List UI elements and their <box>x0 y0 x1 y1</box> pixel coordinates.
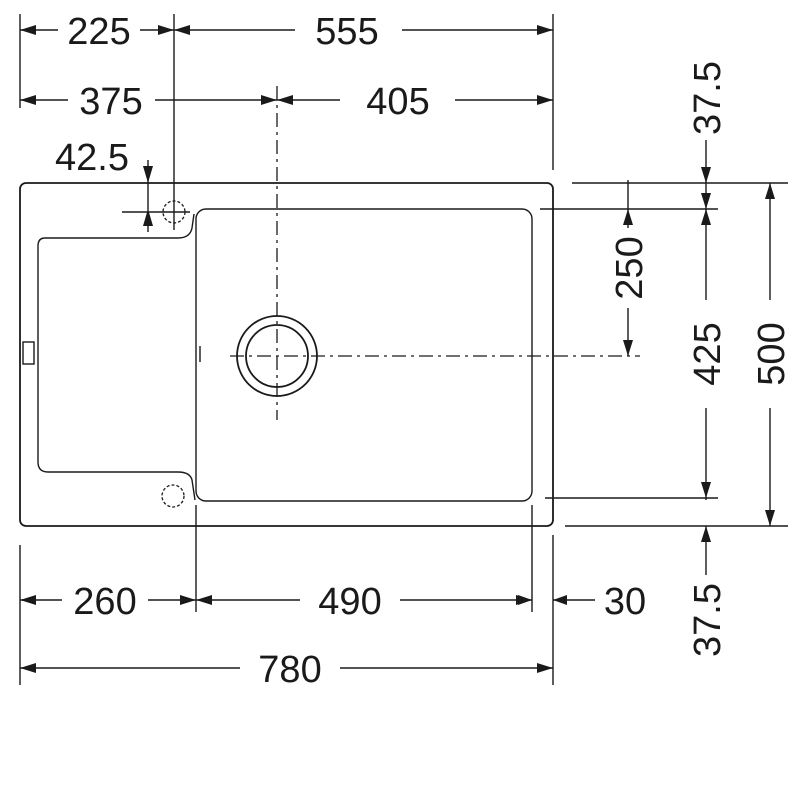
dim-500-label: 500 <box>751 322 793 385</box>
dim-780-label: 780 <box>258 649 321 691</box>
dim-37-5-top-label: 37.5 <box>687 61 729 135</box>
dim-225-label: 225 <box>67 11 130 53</box>
dim-375-label: 375 <box>79 81 142 123</box>
dim-260-label: 260 <box>73 581 136 623</box>
extension-lines <box>19 14 788 685</box>
dim-405-label: 405 <box>366 81 429 123</box>
dim-490-label: 490 <box>318 581 381 623</box>
dim-425-label: 425 <box>687 322 729 385</box>
dim-37-5-bottom-label: 37.5 <box>687 583 729 657</box>
main-bowl <box>195 208 533 502</box>
drainer-recess <box>37 213 196 501</box>
center-lines <box>122 86 640 420</box>
sink-outline <box>19 182 554 527</box>
secondary-tap-hole <box>161 484 185 508</box>
sink-outer-edge <box>19 182 554 527</box>
dim-42-5-label: 42.5 <box>55 137 129 179</box>
dim-555-label: 555 <box>315 11 378 53</box>
dimension-lines <box>20 25 775 673</box>
dim-250-label: 250 <box>609 236 651 299</box>
dimension-labels: 225 555 375 405 42.5 260 490 30 780 37.5… <box>55 11 793 691</box>
drainer-mark <box>22 341 35 365</box>
dim-30-label: 30 <box>604 581 646 623</box>
